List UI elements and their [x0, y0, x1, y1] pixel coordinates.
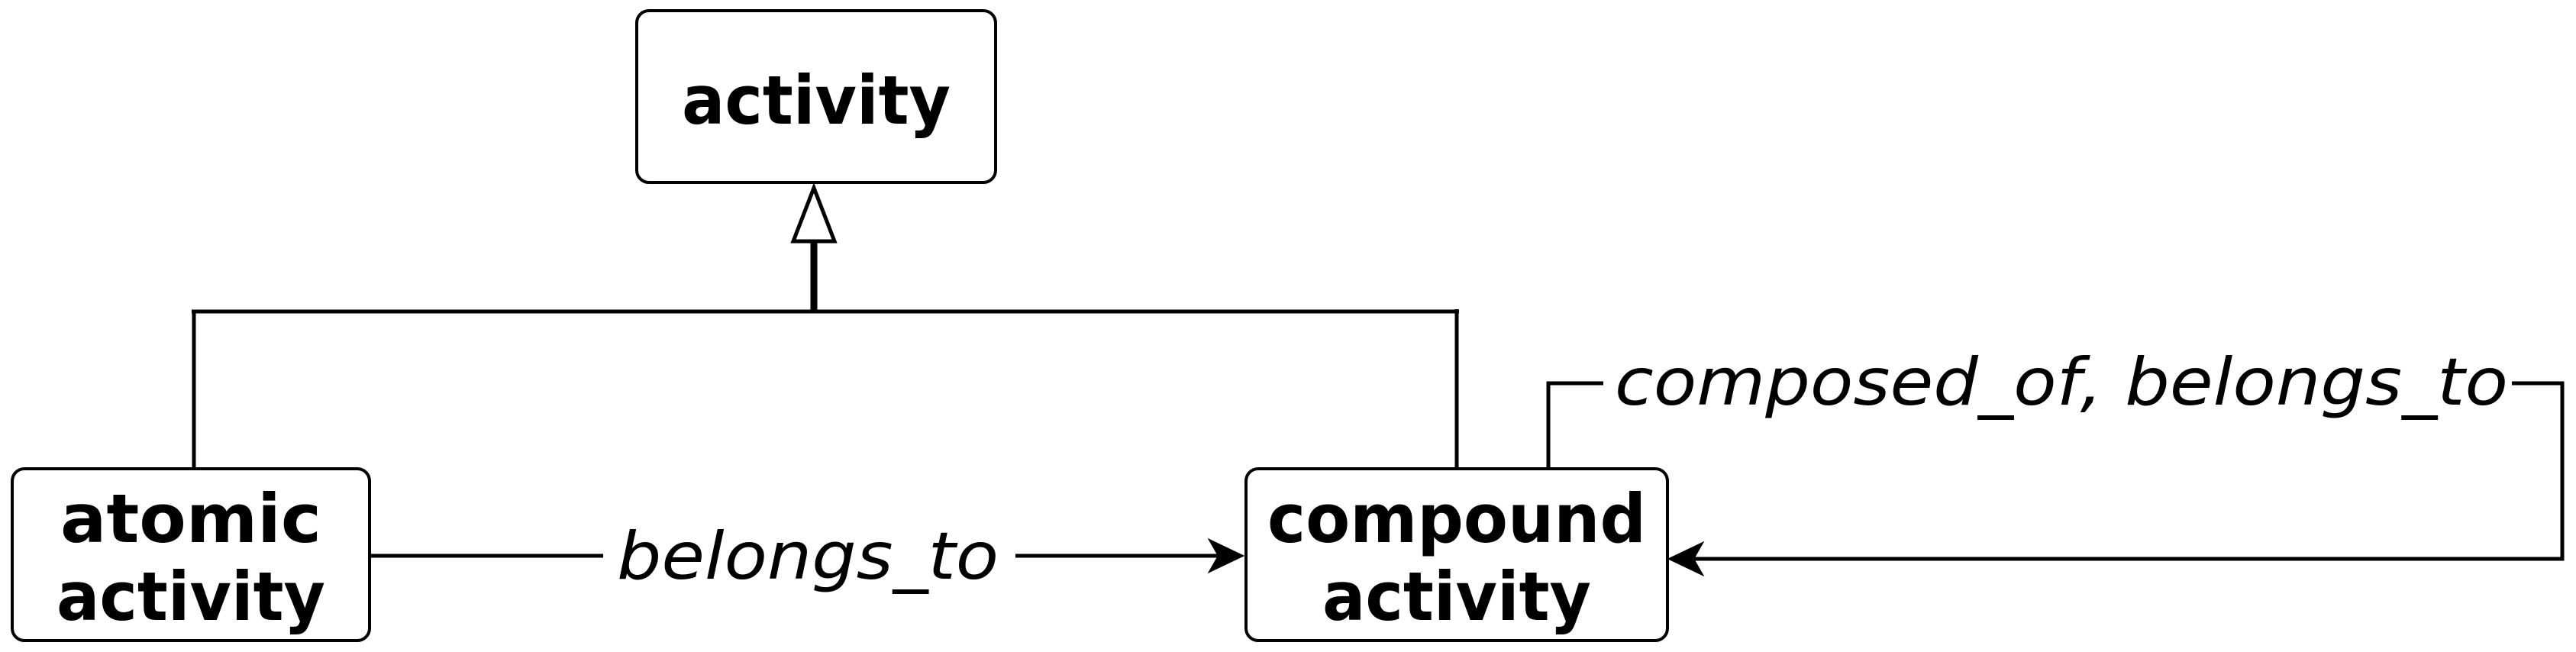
node-atomic-activity[interactable]: atomic activity	[11, 467, 371, 642]
node-atomic-activity-label-line2: activity	[56, 557, 325, 636]
belongs-to-label-bg	[603, 513, 1015, 597]
self-association-arrowhead	[1667, 541, 1705, 577]
belongs-to-label: belongs_to	[617, 518, 999, 595]
self-association-label-bg	[1603, 336, 2512, 428]
node-activity-label: activity	[682, 61, 951, 140]
node-compound-activity-label-line1: compound	[1267, 479, 1646, 558]
self-association-label: composed_of, belongs_to	[1615, 344, 2508, 421]
generalization-arrowhead	[790, 182, 838, 244]
belongs-to-arrowhead	[1207, 537, 1245, 574]
node-activity[interactable]: activity	[635, 9, 997, 184]
generalization-connector	[192, 182, 1459, 467]
node-compound-activity-box[interactable]	[1244, 467, 1669, 642]
self-association-line	[1546, 381, 2565, 561]
node-atomic-activity-box[interactable]	[11, 467, 371, 642]
node-compound-activity-label-line2: activity	[1322, 557, 1591, 636]
edge-compound-self: composed_of, belongs_to	[1546, 336, 2565, 577]
edge-atomic-to-compound: belongs_to	[370, 513, 1245, 597]
node-compound-activity[interactable]: compound activity	[1244, 467, 1669, 642]
node-atomic-activity-label-line1: atomic	[60, 479, 321, 558]
node-activity-box[interactable]	[635, 9, 997, 184]
